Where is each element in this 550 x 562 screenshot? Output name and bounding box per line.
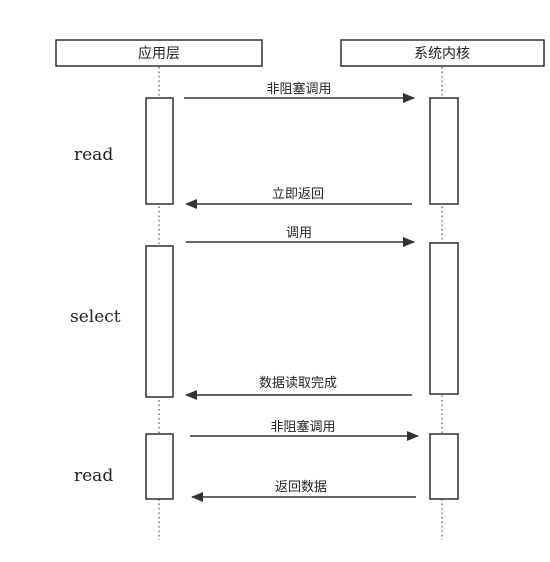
participant-app-label: 应用层 (138, 45, 180, 62)
activation-kernel-2 (429, 242, 459, 395)
message-5-label: 非阻塞调用 (270, 419, 335, 435)
activation-kernel-3 (429, 433, 459, 500)
message-5: 非阻塞调用 (190, 419, 419, 441)
message-4: 数据读取完成 (185, 376, 412, 400)
activation-app-select (145, 245, 174, 398)
message-2: 立即返回 (185, 187, 412, 209)
message-6: 返回数据 (191, 480, 416, 502)
phase-label-read-1: read (74, 145, 113, 165)
participant-app-box (55, 39, 263, 67)
participant-kernel-label: 系统内核 (414, 46, 470, 62)
participant-kernel: 系统内核 (340, 39, 545, 67)
message-2-label: 立即返回 (272, 187, 324, 202)
message-6-label: 返回数据 (275, 480, 327, 495)
activation-app-read-1 (145, 97, 174, 205)
activation-app-read-2 (145, 433, 174, 500)
participant-app: 应用层 (55, 39, 263, 67)
message-3: 调用 (186, 226, 415, 247)
message-3-label: 调用 (286, 226, 312, 241)
activation-kernel-1 (429, 97, 459, 205)
phase-label-read-2: read (74, 466, 113, 486)
participant-kernel-box (340, 39, 545, 67)
message-1-label: 非阻塞调用 (266, 81, 331, 97)
message-4-label: 数据读取完成 (259, 376, 337, 391)
message-1: 非阻塞调用 (184, 81, 415, 103)
phase-label-select: select (70, 307, 121, 327)
